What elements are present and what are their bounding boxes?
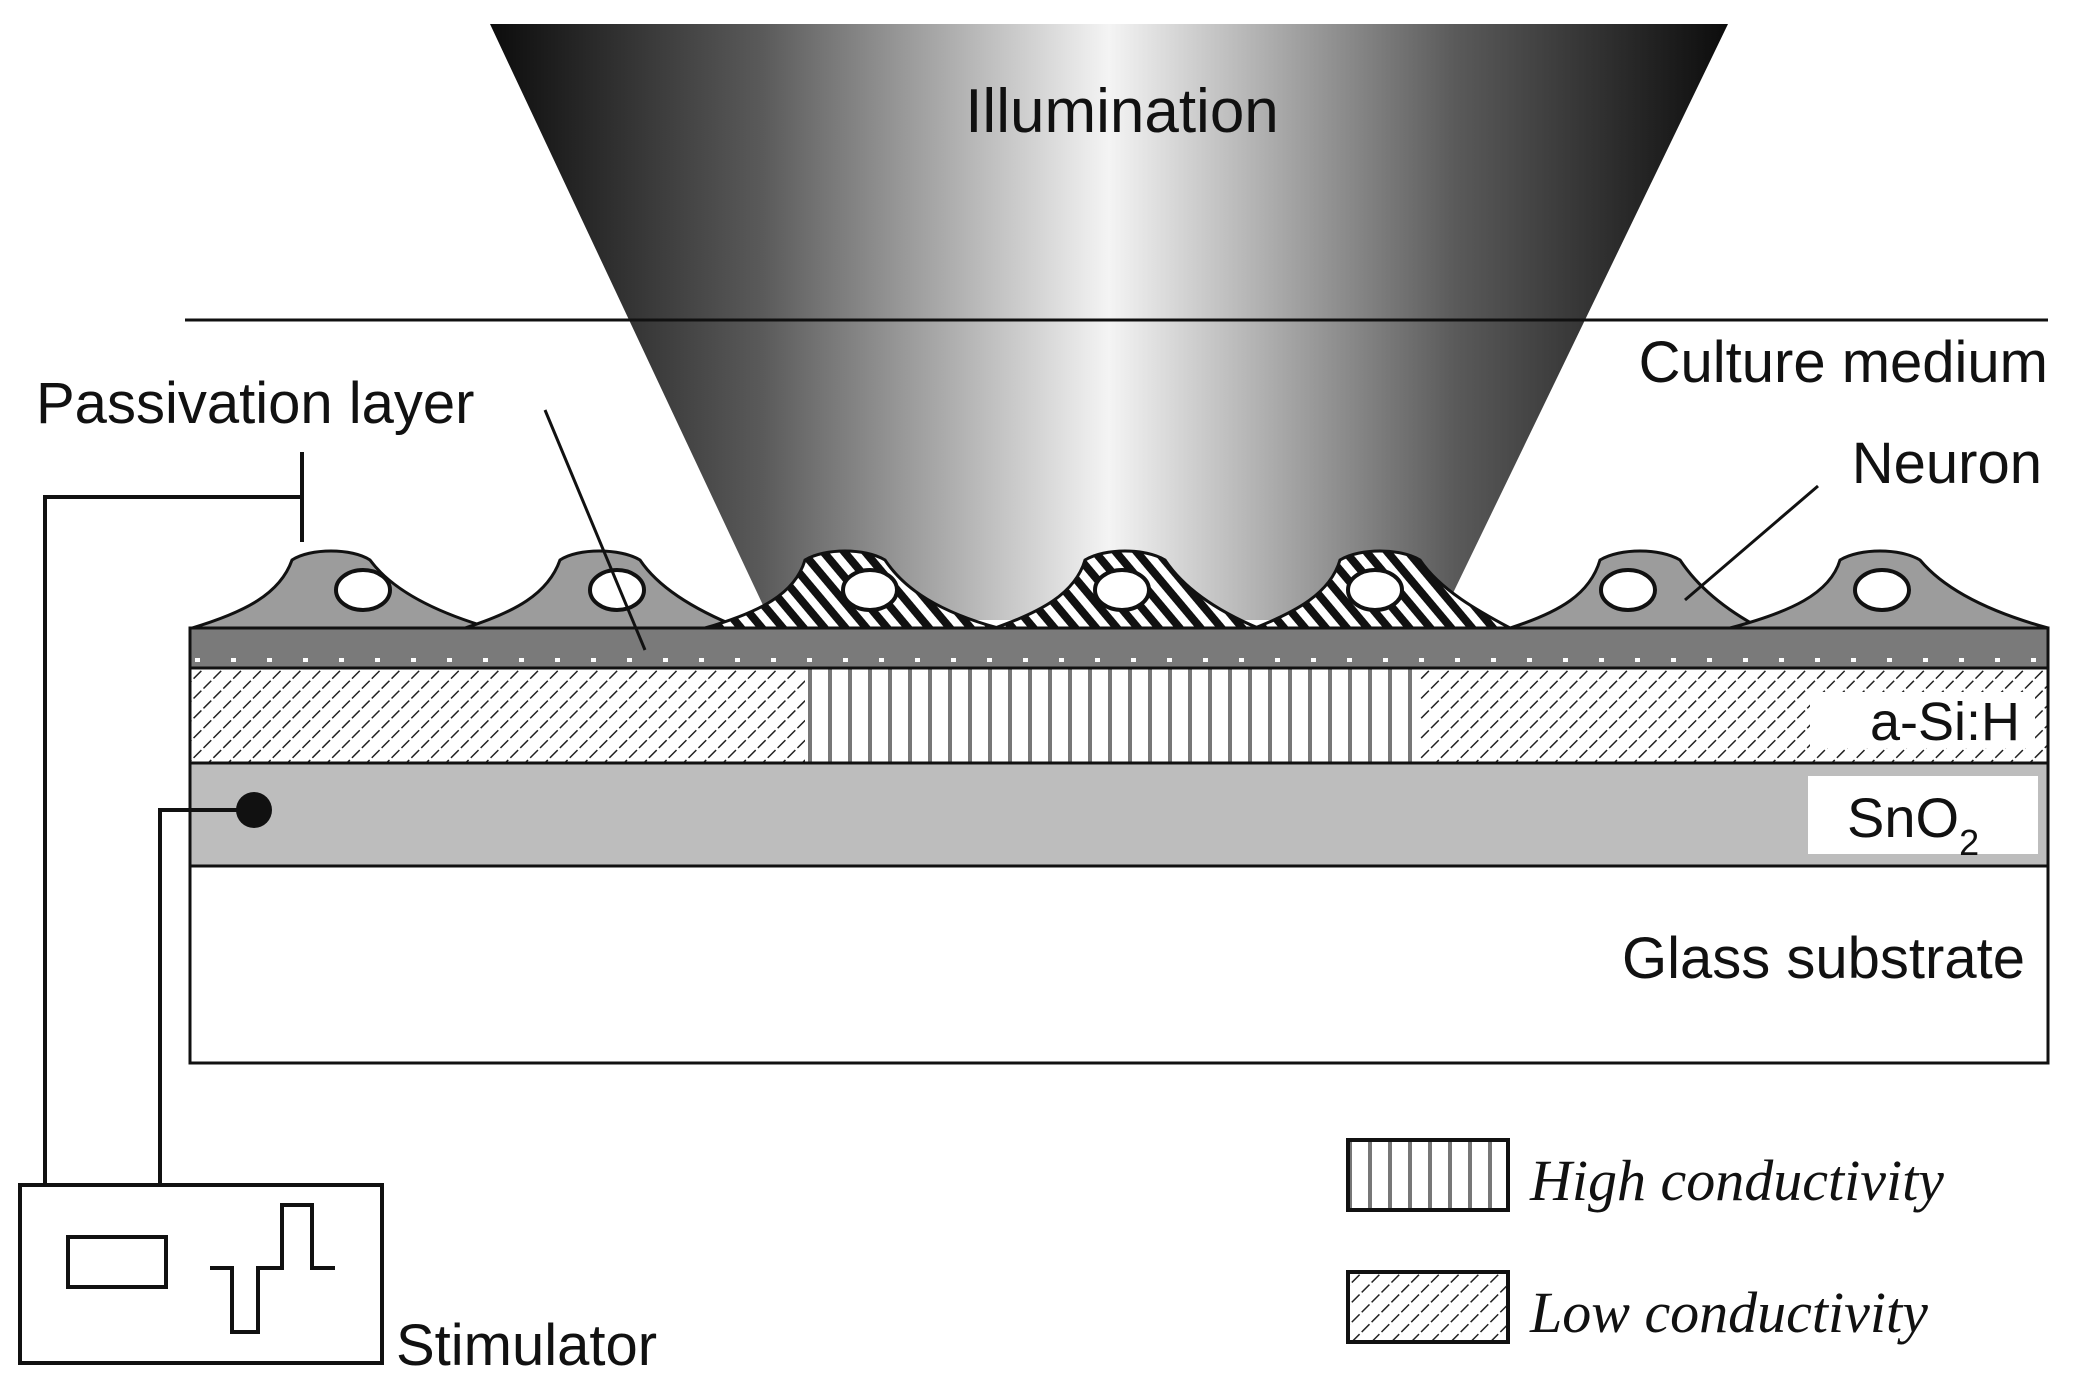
nucleus (1093, 568, 1151, 612)
stimulus-waveform-icon (210, 1203, 335, 1334)
legend-low-swatch (1346, 1270, 1510, 1344)
nucleus (334, 568, 392, 612)
legend-low-label: Low conductivity (1529, 1280, 1928, 1345)
wire-to-sno2 (158, 808, 252, 1185)
asih-high-conductivity-region (805, 668, 1420, 763)
culture-medium-label: Culture medium (1639, 330, 2048, 395)
passivation-pointer (543, 409, 647, 651)
stimulator-wiring (43, 452, 304, 1185)
glass-substrate (188, 864, 2050, 1065)
sno2-label: SnO2 (1847, 786, 1979, 863)
wire-to-electrode (43, 495, 300, 1185)
asih-label: a-Si:H (1870, 692, 2020, 752)
neuron-pointer (1684, 484, 1819, 602)
nucleus (841, 568, 899, 612)
asih-label-box (1810, 692, 2035, 748)
sno2-label-box (1808, 776, 2038, 854)
sno2-layer (188, 761, 2050, 868)
nucleus (588, 568, 646, 612)
asih-low-conductivity-left (190, 668, 805, 763)
illumination-beam (490, 24, 1728, 620)
stimulator-display-icon (66, 1235, 168, 1289)
sno2-contact-dot (236, 792, 272, 828)
neuron-nuclei (334, 568, 1911, 612)
passivation-layer-label: Passivation layer (36, 371, 474, 436)
sno2-label-base: SnO (1847, 786, 1959, 849)
glass-substrate-label: Glass substrate (1622, 926, 2025, 991)
legend-high-label: High conductivity (1529, 1148, 1944, 1213)
illumination-label: Illumination (965, 77, 1279, 146)
passivation-layer (188, 626, 2050, 670)
nucleus (1346, 568, 1404, 612)
stimulator-label: Stimulator (396, 1313, 657, 1378)
sno2-label-subscript: 2 (1959, 822, 1979, 863)
neuron-label: Neuron (1852, 431, 2042, 496)
legend-high-swatch (1346, 1138, 1510, 1212)
nucleus (1599, 568, 1657, 612)
nucleus (1853, 568, 1911, 612)
